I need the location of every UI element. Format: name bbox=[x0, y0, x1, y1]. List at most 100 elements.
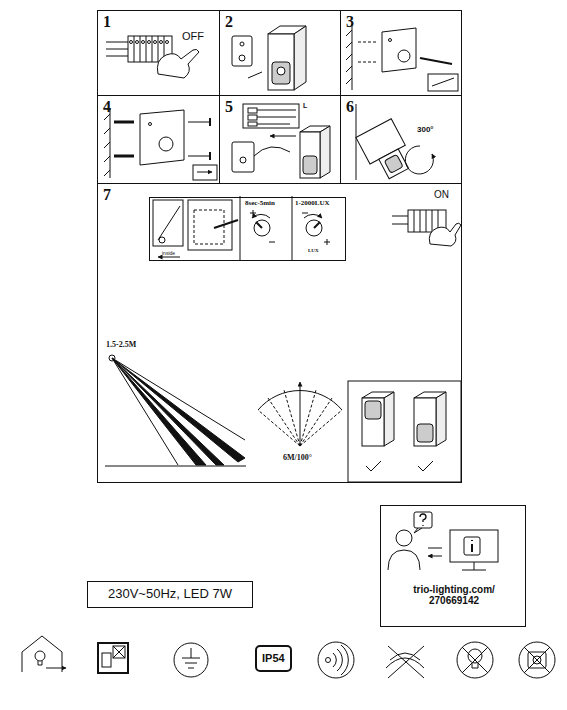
mounting-position bbox=[362, 398, 384, 446]
time-dial bbox=[250, 210, 275, 242]
hand bbox=[157, 49, 199, 78]
time-dial bbox=[254, 220, 270, 236]
cable bbox=[254, 147, 290, 156]
cable bbox=[254, 147, 290, 156]
wall bbox=[346, 24, 352, 90]
mounting-plate bbox=[159, 137, 173, 151]
earth-icon bbox=[174, 643, 208, 677]
terminal-block bbox=[106, 42, 128, 56]
sensor-setting bbox=[153, 200, 183, 246]
mounting-plate bbox=[389, 39, 392, 42]
terminal-block bbox=[392, 210, 461, 246]
no-dimmer-icon bbox=[524, 647, 550, 673]
step-panel: 5L bbox=[219, 95, 341, 184]
support-icon bbox=[388, 512, 498, 570]
terminal-block bbox=[130, 41, 133, 44]
support-icon bbox=[450, 530, 498, 562]
step-number: 6 bbox=[346, 98, 354, 116]
screw bbox=[209, 118, 211, 160]
step-number: 2 bbox=[225, 13, 233, 31]
mounting-plate bbox=[140, 110, 184, 165]
support-icon bbox=[396, 530, 412, 546]
detection-height bbox=[112, 358, 206, 465]
screw bbox=[248, 72, 262, 78]
mounting-position bbox=[348, 381, 461, 482]
lamp bbox=[300, 132, 320, 178]
lux-label: 1-2000LUX bbox=[295, 200, 330, 208]
rotation-arrow bbox=[405, 146, 433, 174]
mounting-plate bbox=[140, 110, 184, 165]
lamp bbox=[303, 156, 317, 174]
ip-rating-box: IP54 bbox=[255, 645, 292, 672]
sensor-setting bbox=[214, 220, 238, 228]
lamp bbox=[268, 34, 294, 90]
detection-angle bbox=[300, 382, 301, 446]
support-icon bbox=[414, 528, 422, 533]
terminal-block bbox=[429, 223, 461, 246]
wiring-inset bbox=[248, 122, 257, 126]
earth-icon bbox=[182, 648, 200, 668]
indoor-outdoor-icon bbox=[35, 651, 45, 661]
direction-label: inside bbox=[162, 251, 175, 257]
drill-marks bbox=[358, 42, 452, 64]
drill-inset bbox=[432, 78, 454, 86]
wall bbox=[356, 104, 357, 180]
wire-label: L bbox=[303, 102, 307, 110]
support-icon bbox=[464, 537, 480, 555]
wiring-inset bbox=[243, 104, 299, 128]
terminal-block bbox=[392, 216, 408, 224]
time-label: 8sec-5min bbox=[245, 200, 275, 208]
tilted-lamp bbox=[384, 154, 403, 173]
mounting-position bbox=[366, 461, 433, 471]
wall bbox=[346, 24, 352, 90]
mounting-position bbox=[348, 381, 461, 482]
detection-height bbox=[105, 466, 246, 467]
drill-inset bbox=[428, 74, 458, 91]
support-icon bbox=[428, 548, 442, 556]
mounting-plate bbox=[398, 50, 410, 62]
screw-inset bbox=[193, 165, 217, 180]
spec-box: 230V~50Hz, LED 7W bbox=[87, 581, 253, 608]
time-dial bbox=[250, 210, 275, 242]
step-number: 5 bbox=[225, 98, 233, 116]
mounting-plate bbox=[232, 36, 252, 66]
sensor-setting bbox=[159, 237, 165, 243]
no-dimmer-icon bbox=[519, 642, 555, 678]
screw-inset bbox=[193, 165, 217, 180]
step-number: 1 bbox=[103, 13, 111, 31]
indoor-outdoor-icon bbox=[38, 661, 42, 665]
wiring-inset bbox=[248, 115, 257, 120]
class-icon bbox=[98, 643, 128, 673]
lamp bbox=[300, 126, 330, 178]
instruction-art bbox=[22, 24, 555, 678]
screw bbox=[188, 122, 210, 156]
no-bulb-change-icon bbox=[468, 649, 482, 663]
class-icon bbox=[113, 646, 125, 658]
time-dial bbox=[256, 222, 262, 228]
dowel bbox=[114, 122, 134, 156]
switch-label: ON bbox=[434, 189, 449, 200]
step-number: 4 bbox=[103, 98, 111, 116]
wiring-inset bbox=[243, 104, 299, 136]
angle-label: 300° bbox=[417, 126, 434, 135]
screw bbox=[188, 118, 210, 160]
no-bulb-change-icon bbox=[462, 647, 488, 673]
tilted-lamp bbox=[356, 119, 416, 184]
support-icon bbox=[420, 514, 426, 526]
time-dial bbox=[252, 214, 270, 218]
no-cover-icon bbox=[386, 646, 424, 678]
indoor-outdoor-icon bbox=[22, 636, 66, 672]
terminal-block bbox=[134, 36, 164, 62]
wiring-inset bbox=[248, 108, 257, 113]
mounting-plate bbox=[232, 142, 254, 172]
hand bbox=[157, 49, 199, 78]
motion-sensor-icon bbox=[318, 642, 354, 678]
ip-rating: IP54 bbox=[262, 652, 285, 664]
lux-dial bbox=[304, 214, 322, 218]
screw-inset bbox=[197, 172, 212, 173]
switch-label: OFF bbox=[182, 30, 204, 42]
terminal-block bbox=[414, 210, 438, 232]
wall bbox=[104, 108, 110, 178]
